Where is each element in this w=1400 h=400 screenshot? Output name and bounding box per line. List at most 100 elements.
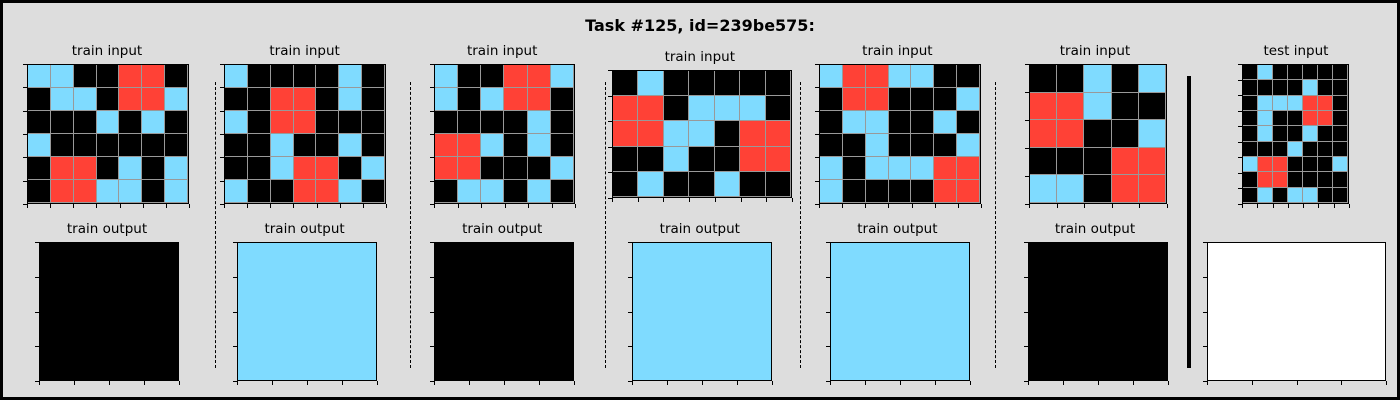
grid-cell	[1138, 147, 1166, 176]
axis-tick	[826, 242, 830, 243]
grid-cell	[1057, 120, 1085, 148]
grid-cell	[1318, 141, 1333, 157]
axis-tick	[457, 204, 459, 208]
grid-cell	[842, 111, 866, 134]
grid-cell	[1030, 92, 1058, 121]
grid-cell	[1243, 80, 1258, 96]
axis-tick	[608, 70, 612, 71]
grid-cell	[842, 134, 866, 157]
grid-cell	[481, 157, 505, 180]
grid-cell	[247, 157, 271, 180]
axis-tick	[815, 110, 819, 112]
axis-tick	[865, 381, 866, 385]
grid-cell	[435, 65, 459, 88]
axis-tick	[23, 204, 27, 205]
axis-tick	[430, 64, 434, 65]
axis-tick	[1025, 176, 1029, 177]
train-input-label: train input	[1059, 43, 1131, 59]
grid-cell	[270, 180, 294, 203]
grid-cell	[957, 65, 980, 88]
axis-tick	[35, 346, 39, 348]
grid-cell	[1258, 156, 1273, 173]
grid-cell	[435, 157, 459, 180]
test-output-grid	[1207, 242, 1386, 381]
grid-cell	[362, 88, 385, 111]
page-title: Task #125, id=239be575:	[585, 16, 815, 35]
grid-cell	[165, 88, 188, 111]
grid-cell	[119, 88, 143, 111]
grid-cell	[957, 157, 980, 180]
grid-cell	[1243, 156, 1258, 173]
grid-cell	[293, 180, 317, 203]
grid-cell	[504, 88, 528, 111]
axis-tick	[1084, 204, 1086, 208]
grid-cell	[527, 65, 551, 88]
test-separator	[1187, 76, 1191, 368]
grid-cell	[1243, 172, 1258, 188]
grid-cell	[504, 180, 528, 203]
grid-cell	[165, 111, 188, 134]
grid-cell	[1111, 175, 1139, 203]
grid-cell	[142, 65, 166, 88]
axis-tick	[1238, 172, 1242, 174]
grid-cell	[1318, 172, 1333, 188]
axis-tick	[667, 381, 668, 385]
grid-cell	[957, 180, 980, 203]
axis-tick	[50, 204, 52, 208]
axis-tick	[1238, 157, 1242, 159]
axis-tick	[1341, 381, 1343, 385]
grid-cell	[1333, 187, 1348, 203]
grid-cell	[165, 180, 188, 203]
grid-cell	[247, 111, 271, 134]
grid-cell	[740, 146, 766, 172]
grid-cell	[1111, 120, 1139, 148]
axis-tick	[826, 346, 830, 348]
train-output-label: train output	[462, 221, 543, 237]
grid-cell	[1333, 172, 1348, 188]
grid-cell	[1273, 141, 1288, 157]
grid-cell	[316, 65, 340, 88]
grid-cell	[550, 65, 574, 88]
grid-cell	[1258, 172, 1273, 188]
grid-cell	[740, 71, 766, 97]
grid-cell	[934, 134, 958, 157]
axis-tick	[23, 87, 27, 89]
train-output-label: train output	[1054, 221, 1136, 237]
axis-tick	[142, 204, 144, 208]
axis-tick	[237, 381, 238, 385]
axis-tick	[1242, 204, 1243, 208]
axis-tick	[612, 198, 613, 202]
grid-cell	[689, 146, 715, 172]
axis-tick	[220, 157, 224, 159]
axis-tick	[632, 381, 633, 385]
grid-cell	[1288, 95, 1303, 111]
axis-tick	[1098, 381, 1099, 385]
axis-tick	[1203, 346, 1207, 348]
axis-tick	[1024, 381, 1028, 382]
grid-cell	[73, 65, 97, 88]
grid-cell	[28, 134, 51, 157]
grid-cell	[957, 134, 980, 157]
grid-cell	[1057, 92, 1085, 121]
axis-tick	[1296, 381, 1298, 385]
grid-cell	[1303, 156, 1318, 173]
axis-tick	[815, 64, 819, 65]
grid-cell	[481, 111, 505, 134]
grid-cell	[633, 243, 771, 380]
axis-tick	[815, 87, 819, 89]
axis-tick	[528, 204, 529, 208]
grid-cell	[1288, 172, 1303, 188]
grid-cell	[820, 134, 843, 157]
grid-cell	[1333, 95, 1348, 111]
grid-cell	[1273, 80, 1288, 96]
axis-tick	[430, 87, 434, 89]
axis-tick	[1063, 381, 1064, 385]
grid-cell	[1138, 92, 1166, 121]
axis-tick	[1238, 95, 1242, 97]
grid-cell	[1030, 147, 1058, 176]
axis-tick	[1029, 204, 1030, 208]
axis-tick	[272, 381, 273, 385]
axis-tick	[815, 204, 819, 205]
grid-cell	[888, 65, 912, 88]
grid-cell	[663, 121, 690, 147]
